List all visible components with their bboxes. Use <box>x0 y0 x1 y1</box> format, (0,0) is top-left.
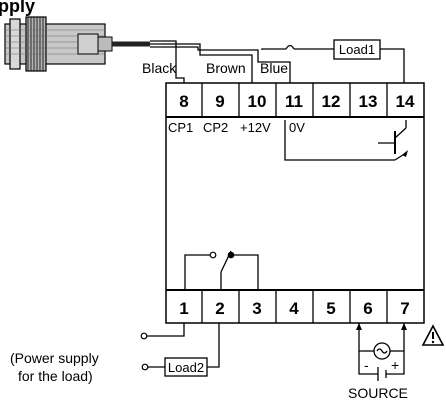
terminal-10: 10 <box>248 92 267 111</box>
terminal-2: 2 <box>215 299 224 318</box>
load-supply-wiring <box>140 323 220 371</box>
terminal-3: 3 <box>252 299 261 318</box>
source-plus: + <box>391 357 399 373</box>
load1-wiring <box>261 44 405 83</box>
power-supply-note-line1: (Power supply <box>10 350 99 366</box>
blue-wire <box>162 46 291 83</box>
label-plus12v: +12V <box>240 120 271 135</box>
terminal-6: 6 <box>363 299 372 318</box>
load2-box: Load2 <box>164 357 208 377</box>
internal-transistor-circuit <box>284 120 408 161</box>
source-label: SOURCE <box>348 385 408 401</box>
label-0v: 0V <box>289 120 305 135</box>
load1-label: Load1 <box>339 42 375 57</box>
terminal-4: 4 <box>289 299 299 318</box>
header-partial-text: pply <box>0 0 35 16</box>
brown-wire <box>162 43 253 83</box>
internal-relay-contact <box>184 250 259 290</box>
blue-wire-label: Blue <box>260 60 288 76</box>
label-cp1: CP1 <box>168 120 193 135</box>
terminal-1: 1 <box>179 299 188 318</box>
power-supply-note-line2: for the load) <box>18 368 93 384</box>
black-wire <box>162 40 185 83</box>
load2-label: Load2 <box>168 360 204 375</box>
terminal-9: 9 <box>215 92 224 111</box>
terminal-12: 12 <box>322 92 341 111</box>
controller-body <box>165 82 425 324</box>
black-wire-label: Black <box>142 60 177 76</box>
bottom-terminal-strip: 1 2 3 4 5 6 7 <box>166 289 424 323</box>
terminal-5: 5 <box>326 299 335 318</box>
source-minus: - <box>364 357 369 373</box>
warning-triangle-icon <box>421 324 445 346</box>
load1-box: Load1 <box>333 39 381 60</box>
proximity-sensor-icon <box>4 16 113 72</box>
terminal-7: 7 <box>400 299 409 318</box>
label-cp2: CP2 <box>203 120 228 135</box>
source-wiring <box>356 323 407 381</box>
top-terminal-strip: 8 9 10 11 12 13 14 <box>166 83 424 118</box>
terminal-11: 11 <box>285 92 303 111</box>
brown-wire-label: Brown <box>206 60 246 76</box>
terminal-8: 8 <box>179 92 188 111</box>
terminal-14: 14 <box>396 92 415 111</box>
sensor-cable <box>112 40 162 48</box>
terminal-13: 13 <box>359 92 378 111</box>
